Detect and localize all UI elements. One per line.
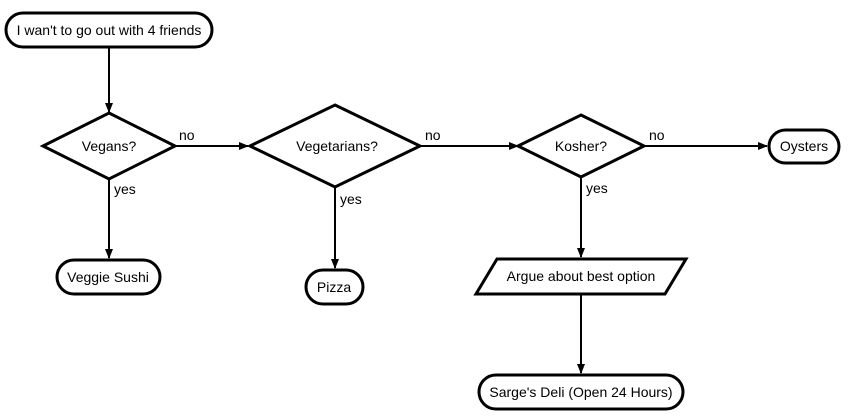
argue-node-label: Argue about best option [507,268,656,284]
edge-label-kosher-yes: yes [586,180,608,196]
vegetarians-decision-label: Vegetarians? [296,138,378,154]
argue-node-shape [473,257,689,296]
edges [105,48,768,374]
edge-label-vegetarians-yes: yes [340,191,362,207]
edge-label-vegetarians-no: no [425,127,441,143]
vegans-decision-label: Vegans? [82,138,137,154]
sarges-deli-node: Sarge's Deli (Open 24 Hours) [477,373,685,411]
vegans-decision-shape [39,111,179,181]
kosher-decision-label: Kosher? [555,138,607,154]
edge-labels: no yes no yes no yes [114,127,665,207]
pizza-node-shape [304,268,365,306]
pizza-node: Pizza [304,268,365,306]
sarges-deli-node-shape [477,373,685,411]
sarges-deli-node-label: Sarge's Deli (Open 24 Hours) [489,384,672,400]
start-node: I wan't to go out with 4 friends [4,11,214,49]
veggie-sushi-node: Veggie Sushi [55,258,162,296]
oysters-node: Oysters [767,128,841,165]
kosher-decision: Kosher? [514,113,648,179]
pizza-node-label: Pizza [317,279,351,295]
argue-node: Argue about best option [473,257,689,296]
edge-label-vegans-no: no [179,127,195,143]
vegetarians-decision-shape [246,103,424,189]
oysters-node-label: Oysters [780,138,828,154]
veggie-sushi-node-shape [55,258,162,296]
vegans-decision: Vegans? [39,111,179,181]
vegetarians-decision: Vegetarians? [246,103,424,189]
edge-label-vegans-yes: yes [114,181,136,197]
edge-label-kosher-no: no [649,127,665,143]
start-node-shape [4,11,214,49]
veggie-sushi-node-label: Veggie Sushi [67,269,149,285]
kosher-decision-shape [514,113,648,179]
oysters-node-shape [767,128,841,165]
start-node-label: I wan't to go out with 4 friends [17,22,202,38]
